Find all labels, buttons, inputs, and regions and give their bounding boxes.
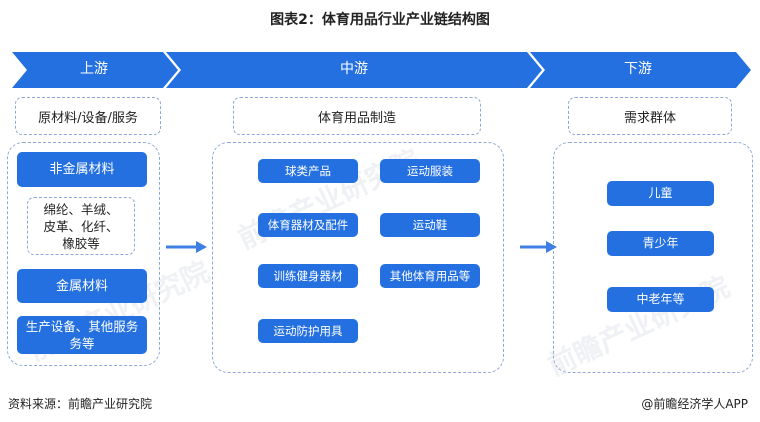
midstream-item: 体育器材及配件: [258, 213, 358, 237]
chevron-midstream: [166, 52, 542, 88]
stage-label-midstream: 中游: [340, 61, 368, 77]
downstream-item: 青少年: [607, 231, 714, 256]
downstream-panel: [553, 142, 753, 373]
midstream-item: 训练健身器材: [258, 264, 358, 288]
upstream-sub-materials: 绵纶、羊绒、皮革、化纤、橡胶等: [27, 197, 135, 255]
midstream-item: 其他体育用品等: [380, 264, 480, 288]
downstream-item: 儿童: [607, 181, 714, 206]
downstream-header: 需求群体: [568, 97, 732, 135]
stage-label-downstream: 下游: [624, 61, 652, 77]
upstream-sub-text: 绵纶、羊绒、皮革、化纤、橡胶等: [43, 201, 119, 251]
flow-arrow-icon: [520, 241, 557, 253]
flow-arrow-icon: [166, 241, 207, 253]
midstream-item: 运动服装: [380, 159, 480, 183]
chart-title: 图表2：体育用品行业产业链结构图: [270, 12, 490, 28]
stage-label-upstream: 上游: [80, 61, 108, 77]
source-note: 资料来源：前瞻产业研究院: [8, 397, 153, 411]
midstream-header: 体育用品制造: [233, 97, 481, 135]
upstream-item: 生产设备、其他服务务等: [17, 316, 147, 354]
midstream-item: 运动鞋: [380, 213, 480, 237]
upstream-item: 金属材料: [17, 269, 147, 303]
midstream-item: 球类产品: [258, 159, 358, 183]
upstream-item: 非金属材料: [17, 152, 147, 187]
upstream-header: 原材料/设备/服务: [15, 97, 161, 135]
midstream-item: 运动防护用具: [258, 319, 358, 343]
chevron-upstream: [12, 52, 178, 88]
stage-chevron-banner: [12, 52, 751, 88]
downstream-item: 中老年等: [607, 287, 714, 312]
chevron-downstream: [530, 52, 751, 88]
credit-note: @前瞻经济学人APP: [641, 397, 748, 411]
